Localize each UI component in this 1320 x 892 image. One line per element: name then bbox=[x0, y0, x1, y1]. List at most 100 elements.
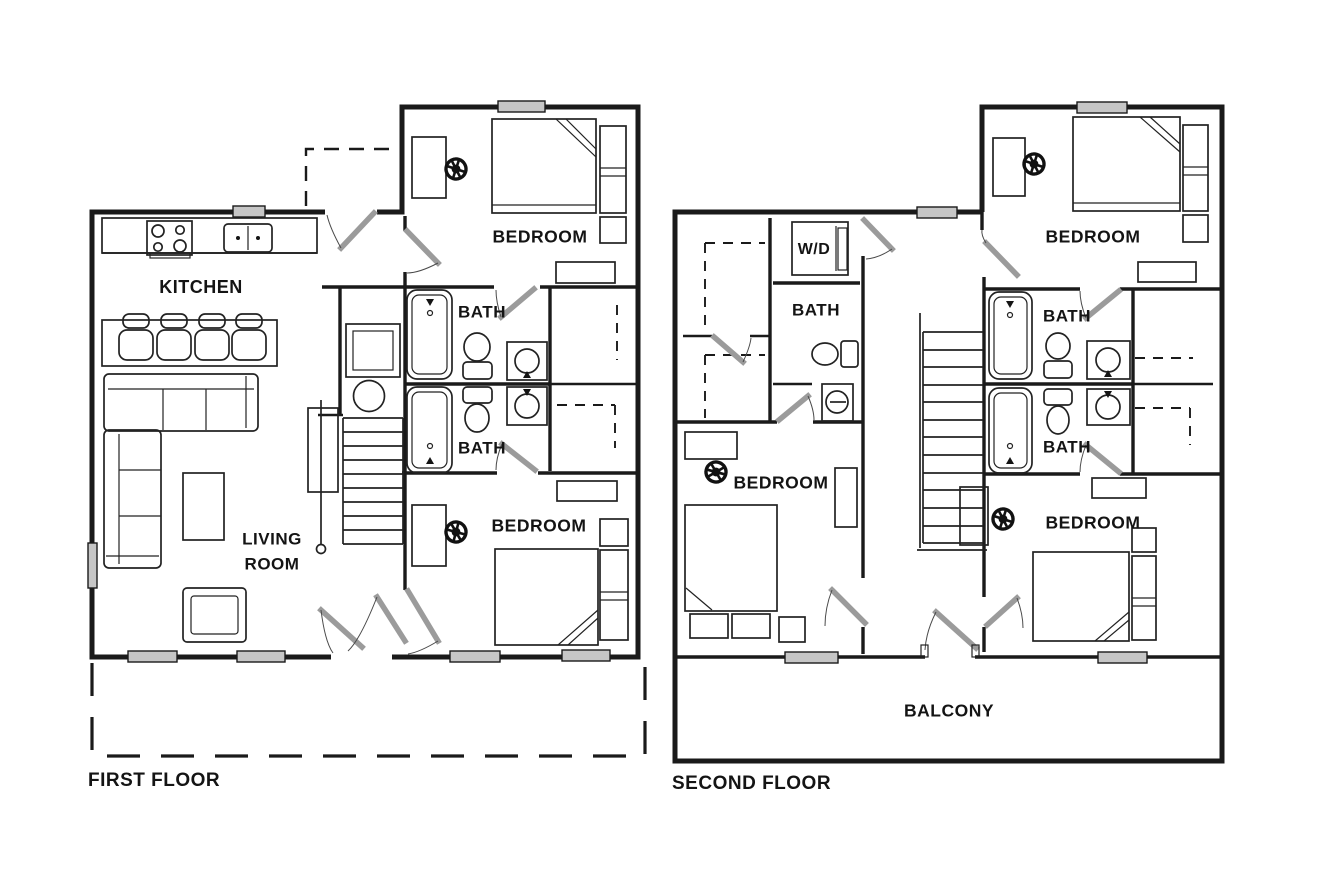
window bbox=[87, 542, 98, 589]
door-leaf bbox=[317, 606, 366, 651]
door-leaf bbox=[403, 227, 442, 267]
closet-dashes bbox=[1135, 357, 1193, 445]
dresser bbox=[1137, 261, 1197, 283]
porch-outline bbox=[304, 147, 399, 206]
desk bbox=[959, 486, 989, 546]
desk-chair-icon bbox=[441, 154, 471, 184]
sofa bbox=[103, 373, 259, 569]
balcony: BALCONY bbox=[904, 608, 994, 721]
patio-doors bbox=[317, 593, 409, 654]
door-leaf bbox=[932, 608, 980, 652]
bedroom-upper-first: BEDROOM bbox=[403, 118, 627, 284]
dresser bbox=[556, 480, 618, 502]
bedroom-top-label: BEDROOM bbox=[1046, 227, 1141, 247]
dresser bbox=[555, 261, 616, 284]
door-leaf bbox=[828, 586, 869, 627]
window bbox=[449, 650, 501, 663]
bedroom-left-second: BEDROOM bbox=[684, 431, 869, 643]
exterior-walls bbox=[89, 104, 641, 660]
bar-stools bbox=[118, 313, 267, 361]
armchair bbox=[182, 587, 247, 643]
window bbox=[236, 650, 286, 663]
sink-icon bbox=[1086, 388, 1131, 426]
staircase bbox=[917, 313, 987, 551]
bedroom-top-second: BEDROOM bbox=[981, 116, 1209, 283]
bedroom-lower-first: BEDROOM bbox=[404, 480, 629, 655]
staircase bbox=[315, 400, 404, 555]
sink-icon bbox=[821, 383, 854, 422]
bedroom-right-second: BEDROOM bbox=[959, 477, 1157, 642]
bedroom-lower-label: BEDROOM bbox=[492, 516, 587, 536]
bath-upper-first: BATH bbox=[406, 285, 548, 381]
hall-cabinet bbox=[307, 407, 339, 493]
bath-lower-first: BATH bbox=[406, 386, 548, 474]
walk-in-closets bbox=[704, 242, 765, 418]
window bbox=[784, 651, 839, 664]
bed bbox=[1032, 551, 1130, 642]
bedroom-right-label: BEDROOM bbox=[1046, 513, 1141, 533]
door-leaf bbox=[860, 216, 896, 253]
bed bbox=[494, 548, 599, 646]
second-floor-plan: W/D BATH bbox=[672, 101, 1225, 794]
toilet-icon bbox=[462, 332, 493, 380]
bath-upper-second: BATH bbox=[988, 287, 1131, 380]
window bbox=[127, 650, 178, 663]
bath-lower-second: BATH bbox=[988, 387, 1131, 476]
desk-chair-icon bbox=[442, 518, 470, 546]
nightstand bbox=[778, 616, 806, 643]
dresser bbox=[684, 431, 738, 460]
door-leaf bbox=[337, 209, 378, 252]
toilet-icon bbox=[462, 386, 493, 433]
desk bbox=[411, 136, 447, 199]
living-room: LIVING ROOM bbox=[103, 373, 302, 643]
kitchen-bar bbox=[101, 319, 278, 367]
desk-chair-icon bbox=[700, 456, 732, 488]
bathtub-icon bbox=[406, 386, 453, 474]
interior-walls bbox=[318, 216, 636, 590]
first-floor-plan: KITCHEN LIVING ROOM bbox=[87, 100, 647, 791]
bed bbox=[1072, 116, 1181, 212]
window bbox=[497, 100, 546, 113]
sink-icon bbox=[506, 341, 548, 381]
washer-dryer-icon bbox=[791, 221, 849, 276]
entry-door bbox=[326, 209, 378, 252]
door-leaf bbox=[1082, 287, 1123, 322]
door-leaf bbox=[982, 239, 1021, 279]
door-leaf bbox=[404, 587, 442, 645]
toilet-icon bbox=[1043, 332, 1073, 379]
desk bbox=[992, 137, 1026, 197]
interior-walls bbox=[675, 212, 1222, 654]
toilet-icon bbox=[1043, 388, 1073, 435]
door-leaf bbox=[497, 285, 538, 321]
kitchen-label: KITCHEN bbox=[159, 277, 243, 297]
living-room-label-line2: ROOM bbox=[245, 554, 300, 573]
bed bbox=[684, 504, 778, 639]
toilet-icon bbox=[811, 340, 859, 368]
door-leaf bbox=[498, 440, 539, 474]
laundry-closet: W/D bbox=[791, 216, 896, 276]
window bbox=[1097, 651, 1148, 664]
basin-icon bbox=[352, 379, 386, 413]
shelf-unit bbox=[1131, 527, 1157, 641]
bed bbox=[491, 118, 597, 214]
dresser bbox=[1091, 477, 1147, 499]
bathtub-icon bbox=[988, 291, 1033, 380]
bath-upper-label: BATH bbox=[458, 302, 506, 321]
bath-lower-label: BATH bbox=[1043, 437, 1091, 456]
shelf-unit bbox=[1182, 124, 1209, 243]
bath-left-label: BATH bbox=[792, 300, 840, 319]
bath-lower-label: BATH bbox=[458, 438, 506, 457]
door-leaf bbox=[373, 593, 409, 645]
bathtub-icon bbox=[988, 387, 1033, 474]
bedroom-left-label: BEDROOM bbox=[734, 473, 829, 493]
stove-icon bbox=[146, 220, 193, 259]
window bbox=[916, 206, 958, 219]
door-leaf bbox=[775, 392, 812, 424]
living-room-label-line1: LIVING bbox=[242, 529, 302, 548]
bathtub-icon bbox=[406, 289, 453, 380]
coffee-table bbox=[182, 472, 225, 541]
patio-outline bbox=[90, 663, 647, 758]
bath-upper-label: BATH bbox=[1043, 306, 1091, 325]
windows bbox=[87, 100, 611, 663]
